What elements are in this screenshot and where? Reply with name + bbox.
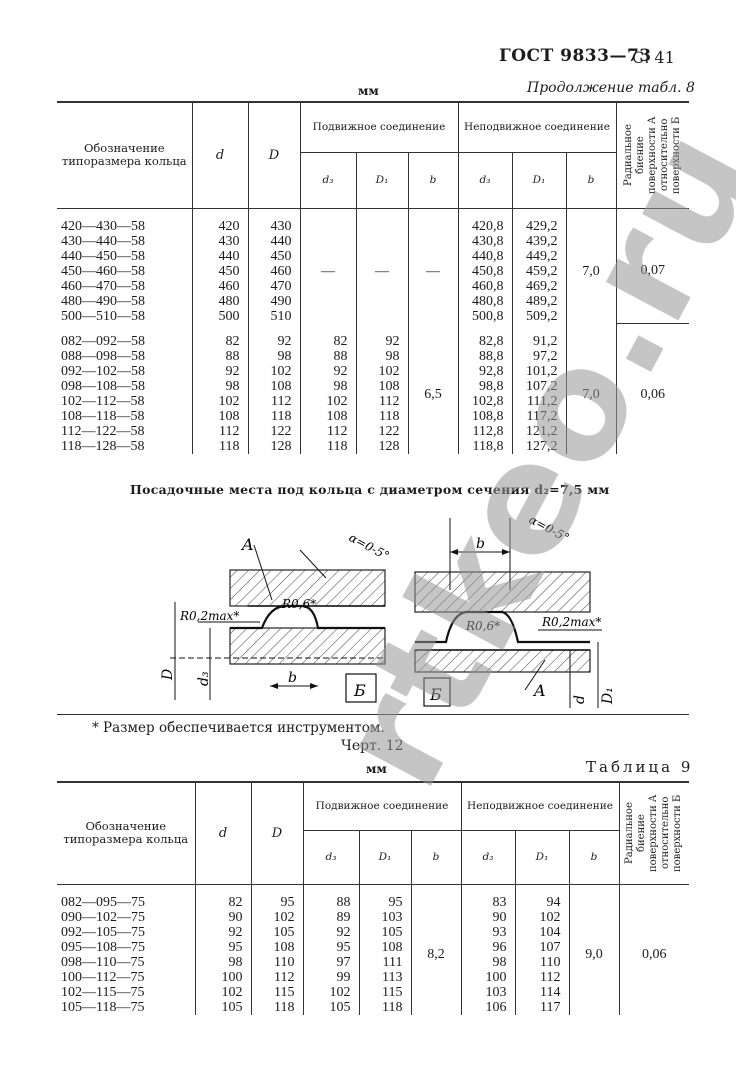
header-movable-d3: d₃: [302, 829, 359, 884]
label-D-left: D: [160, 669, 176, 681]
label-r02-left: R0,2max*: [179, 609, 239, 623]
header-movable-D1: D₁: [358, 829, 411, 884]
label-r06-right: R0,6*: [465, 619, 500, 633]
table-9: Обозначение типоразмера кольца d D Подви…: [57, 781, 689, 1015]
standard-number: ГОСТ 9833—73: [499, 46, 652, 66]
label-A-right: A: [532, 681, 546, 700]
header-movable: Подвижное соединение: [299, 102, 458, 152]
fixed-b-value: 7,0: [565, 334, 616, 454]
label-D1-right: D₁: [600, 687, 616, 705]
runout-value: 0,06: [618, 894, 689, 1015]
units-label-9: мм: [366, 762, 387, 776]
header-designation: Обозначение типоразмера кольца: [57, 102, 192, 209]
right-section-view: [414, 518, 602, 708]
header-runout: Радиальное биение поверхности А относите…: [618, 782, 689, 885]
header-movable-b: b: [410, 829, 461, 884]
movable-b-value: 8,2: [410, 894, 461, 1015]
label-B-left: Б: [353, 681, 366, 700]
figure-number: Черт. 12: [341, 738, 404, 754]
label-b-left: b: [288, 670, 297, 686]
header-fixed-d3: d₃: [460, 829, 515, 884]
header-designation: Обозначение типоразмера кольца: [57, 782, 195, 885]
label-r06-left: R0,6*: [281, 597, 316, 611]
fixed-b-value: 9,0: [568, 894, 619, 1015]
header-fixed-b: b: [565, 151, 616, 208]
page-number: С. 41: [632, 48, 675, 67]
label-alpha-left: α=0-5°: [347, 530, 392, 563]
header-movable-d3: d₃: [299, 151, 356, 208]
header-D: D: [247, 102, 300, 209]
header-fixed-D1: D₁: [514, 829, 569, 884]
label-d3-left: d₃: [196, 671, 212, 686]
label-b-right: b: [476, 536, 485, 552]
table-8: Обозначение типоразмера кольца d D Подви…: [57, 101, 689, 454]
left-section-view: [170, 544, 386, 703]
figure-divider: [57, 714, 689, 715]
label-A-left: A: [240, 535, 254, 554]
figure-caption: Посадочные места под кольца с диаметром …: [130, 482, 610, 497]
runout-value: 0,07: [615, 218, 689, 324]
header-fixed-D1: D₁: [511, 151, 566, 208]
label-r02-right: R0,2max*: [541, 615, 601, 629]
label-alpha-right: α=0-5°: [527, 512, 572, 545]
runout-value: 0,06: [615, 334, 689, 454]
table-continuation-label: Продолжение табл. 8: [527, 80, 695, 96]
movable-b-dash: —: [407, 218, 458, 324]
header-d: d: [191, 102, 248, 209]
movable-b-value: 6,5: [407, 334, 458, 454]
footnote: * Размер обеспечивается инструментом.: [92, 720, 385, 736]
units-label: мм: [358, 84, 379, 98]
header-D: D: [250, 782, 303, 885]
header-fixed: Неподвижное соединение: [460, 782, 619, 830]
label-B-right: Б: [429, 685, 442, 704]
table-9-title: Таблица 9: [586, 758, 694, 776]
movable-D1-dash: —: [355, 218, 408, 324]
fixed-b-value: 7,0: [565, 218, 616, 324]
header-movable-D1: D₁: [355, 151, 408, 208]
header-movable-b: b: [407, 151, 458, 208]
movable-d3-dash: —: [299, 218, 356, 324]
header-fixed-b: b: [568, 829, 619, 884]
label-d-right: d: [572, 695, 588, 704]
header-movable: Подвижное соединение: [302, 782, 461, 830]
seating-drawing: A α=0-5° R0,6* R0,2max* b Б D d₃ b α=0-5…: [160, 512, 616, 708]
header-fixed-d3: d₃: [457, 151, 512, 208]
header-runout: Радиальное биение поверхности А относите…: [615, 102, 689, 209]
header-fixed: Неподвижное соединение: [457, 102, 616, 152]
header-d: d: [194, 782, 251, 885]
